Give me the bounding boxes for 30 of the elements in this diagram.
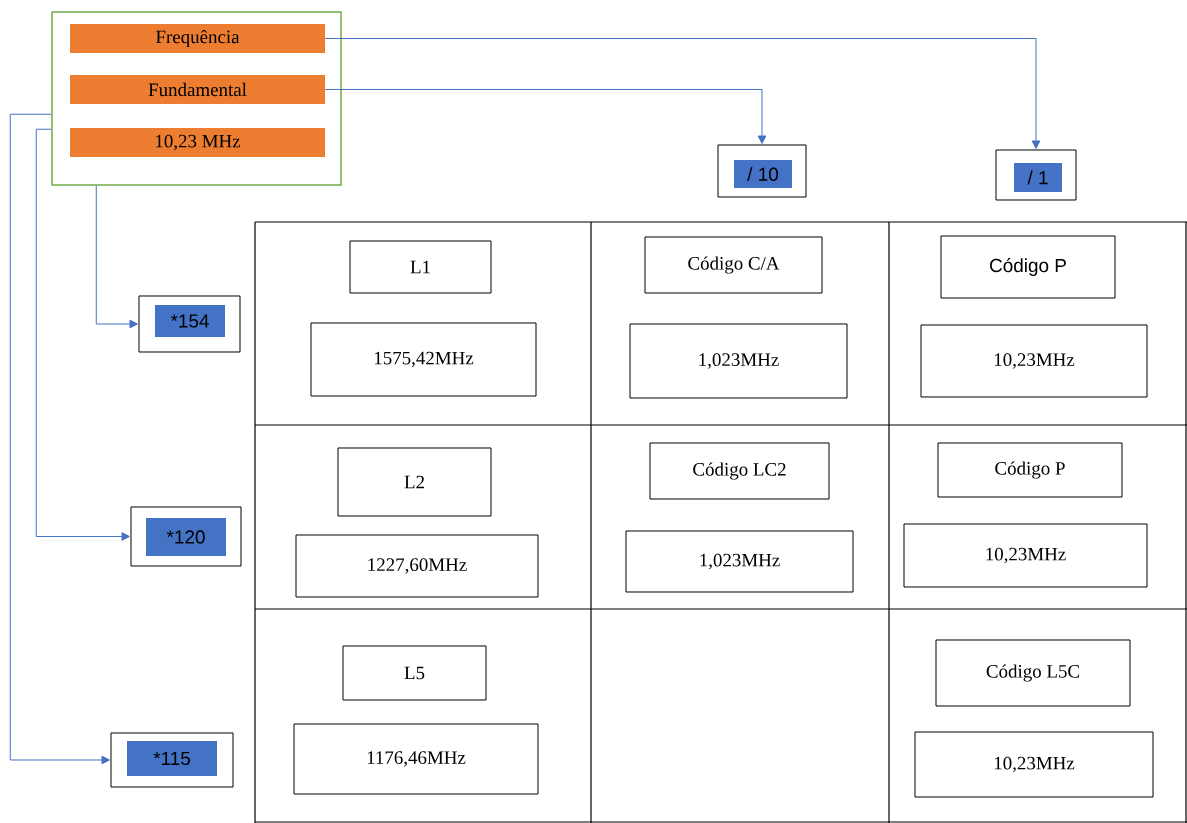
signal-box: Código P	[940, 235, 1116, 299]
factor-box: *154	[138, 295, 241, 353]
frequency-band: Fundamental	[70, 75, 325, 104]
factor-box: *120	[130, 506, 242, 567]
arrow	[95, 185, 138, 329]
factor-box: *115	[110, 732, 234, 788]
arrow	[324, 89, 767, 144]
factor-box: / 10	[717, 144, 807, 198]
frequency-band: 10,23 MHz	[70, 128, 325, 157]
signal-box: 10,23MHz	[903, 523, 1148, 588]
signal-box: Código P	[937, 442, 1123, 498]
signal-box: Código C/A	[644, 236, 823, 294]
signal-box: Código LC2	[649, 442, 830, 500]
signal-box: 10,23MHz	[914, 731, 1154, 798]
arrow	[9, 113, 110, 765]
signal-box: L5	[342, 645, 487, 701]
arrow	[324, 38, 1041, 149]
signal-box: Código L5C	[935, 639, 1131, 707]
signal-box: 1575,42MHz	[310, 322, 537, 397]
signal-box: 1227,60MHz	[295, 534, 539, 598]
signal-box: 1176,46MHz	[293, 723, 539, 795]
source-box	[51, 11, 342, 186]
factor-box: / 1	[995, 149, 1077, 201]
signal-box: 1,023MHz	[629, 323, 848, 399]
arrow	[35, 128, 130, 541]
frequency-band: Frequência	[70, 24, 325, 53]
signal-box: L1	[349, 240, 492, 294]
signal-box: L2	[337, 447, 492, 517]
signal-box: 10,23MHz	[920, 324, 1148, 398]
signal-box: 1,023MHz	[625, 530, 854, 593]
